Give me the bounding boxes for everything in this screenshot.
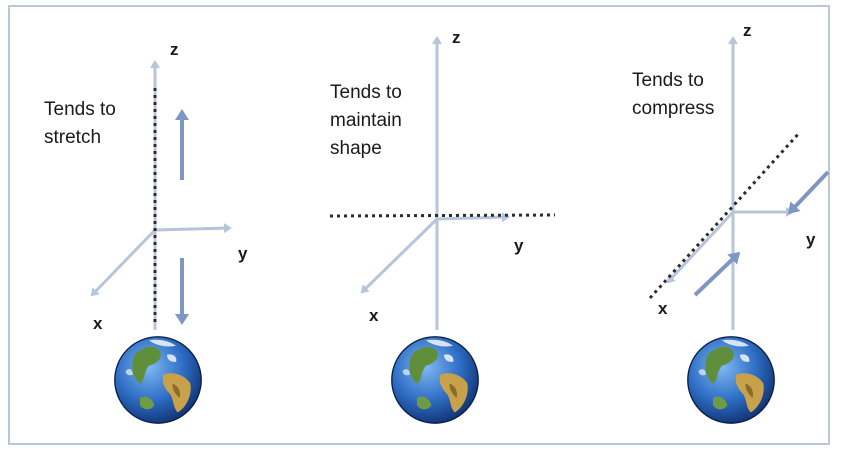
- panel-stretch: [90, 60, 232, 424]
- z-axis-label: z: [743, 21, 752, 40]
- x-axis: [666, 210, 735, 284]
- y-axis: [154, 223, 232, 234]
- caption-compress: Tends to compress: [632, 70, 715, 119]
- y-axis-label: y: [514, 236, 524, 255]
- force-arrow-inward-upper: [787, 170, 830, 215]
- y-axis: [436, 212, 510, 223]
- x-axis-label: x: [93, 314, 103, 333]
- molecule-chain: [329, 213, 556, 218]
- caption-maintain: Tends to maintain shape: [330, 82, 402, 159]
- caption-stretch: Tends to stretch: [44, 99, 116, 148]
- molecule-chain: [648, 130, 802, 300]
- x-axis: [90, 228, 157, 297]
- panel-maintain: [329, 36, 556, 424]
- y-axis-label: y: [238, 244, 248, 263]
- force-arrow-inward-lower: [693, 251, 741, 297]
- earth-globe-icon: [391, 336, 479, 424]
- earth-globe-icon: [114, 336, 202, 424]
- z-axis-label: z: [170, 40, 179, 59]
- x-axis: [360, 217, 439, 294]
- x-axis-label: x: [658, 299, 668, 318]
- earth-globe-icon: [687, 336, 775, 424]
- z-axis-label: z: [452, 28, 461, 47]
- panel-compress: [648, 36, 830, 424]
- x-axis-label: x: [369, 306, 379, 325]
- y-axis-label: y: [806, 230, 816, 249]
